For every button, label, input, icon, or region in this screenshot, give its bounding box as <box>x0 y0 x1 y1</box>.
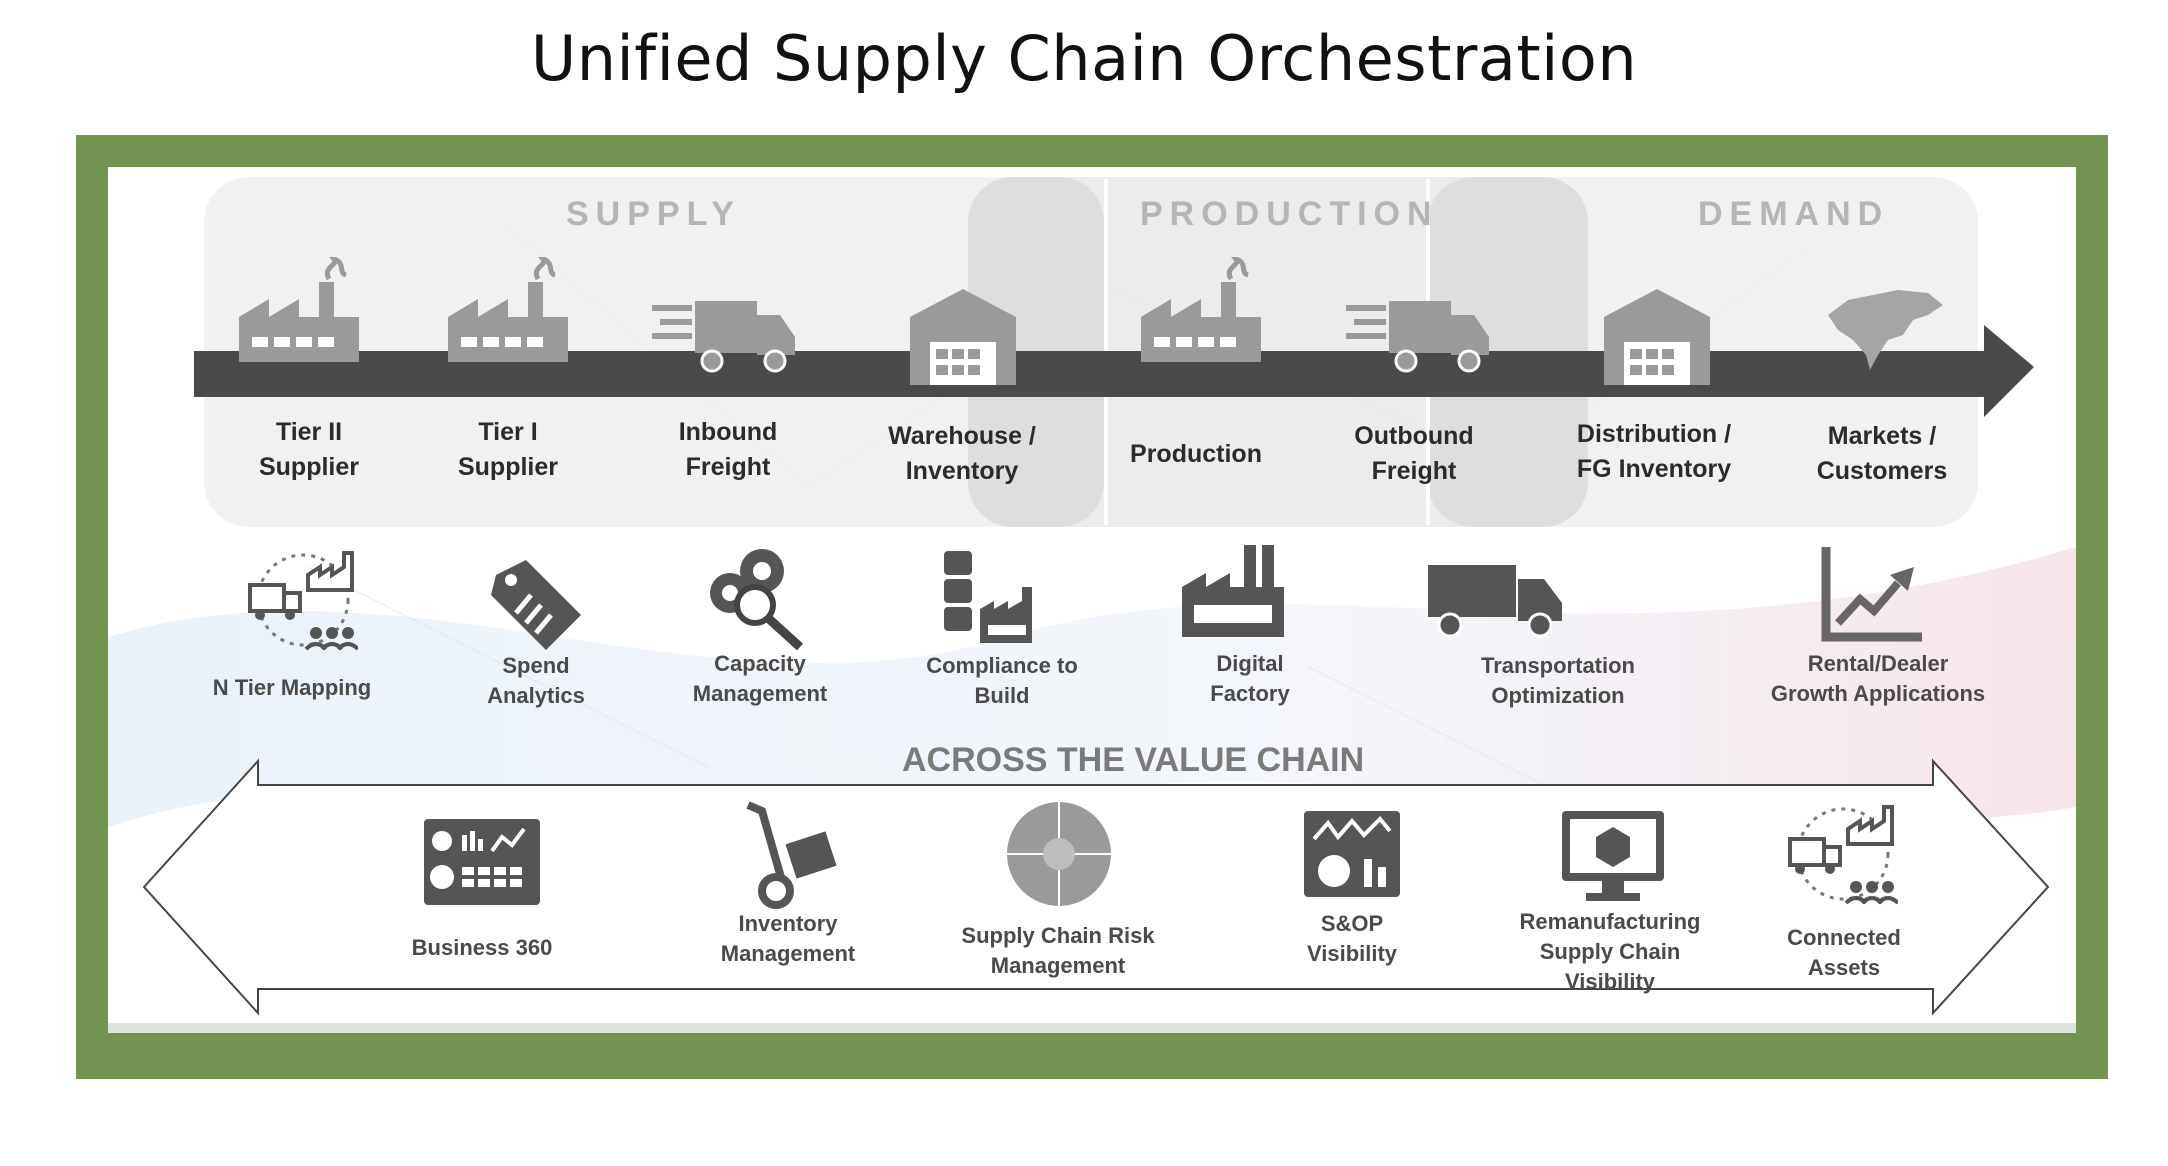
network-mapping-icon <box>248 551 358 651</box>
barrels-factory-icon <box>944 551 1032 643</box>
warehouse-icon <box>910 289 1016 385</box>
truck-icon <box>1346 301 1489 373</box>
monitor-chart-icon <box>1304 811 1400 897</box>
dashboard-icon <box>424 819 540 905</box>
factory-icon <box>1182 545 1284 637</box>
factory-icon <box>1141 257 1261 362</box>
hand-truck-icon <box>746 801 837 909</box>
monitor-box-icon <box>1562 811 1664 901</box>
truck-icon <box>652 301 795 373</box>
stage-distribution-fg-inventory: Distribution /FG Inventory <box>1576 420 1732 483</box>
warehouse-icon <box>1604 289 1710 385</box>
stage-warehouse-inventory: Warehouse /Inventory <box>888 422 1036 485</box>
background-wave <box>108 547 2076 831</box>
growth-chart-icon <box>1821 547 1922 642</box>
stage-markets-customers: Markets /Customers <box>1816 422 1948 485</box>
value-chain-label: ACROSS THE VALUE CHAIN <box>902 741 1365 779</box>
diagram-canvas: SUPPLY PRODUCTION DEMAND <box>108 167 2076 1033</box>
wheel-diagram-icon <box>1007 802 1111 906</box>
stage-production: Production <box>1130 440 1262 468</box>
factory-icon <box>448 257 568 362</box>
map-icon <box>1828 290 1943 370</box>
page-title: Unified Supply Chain Orchestration <box>530 22 1638 95</box>
flow-arrow <box>194 325 2034 417</box>
section-production: PRODUCTION <box>1140 195 1439 233</box>
diagram-frame: SUPPLY PRODUCTION DEMAND <box>76 135 2108 1079</box>
frame-inner-edge <box>108 1023 2076 1033</box>
value-business-360: Business 360 <box>411 935 553 960</box>
network-mapping-icon <box>1788 805 1898 905</box>
factory-icon <box>239 257 359 362</box>
section-demand: DEMAND <box>1698 195 1890 233</box>
gears-magnifier-icon <box>710 549 804 651</box>
capability-n-tier-mapping: N Tier Mapping <box>212 675 372 700</box>
section-supply: SUPPLY <box>566 195 741 233</box>
truck-icon <box>1428 565 1562 638</box>
price-tag-icon <box>491 560 581 650</box>
